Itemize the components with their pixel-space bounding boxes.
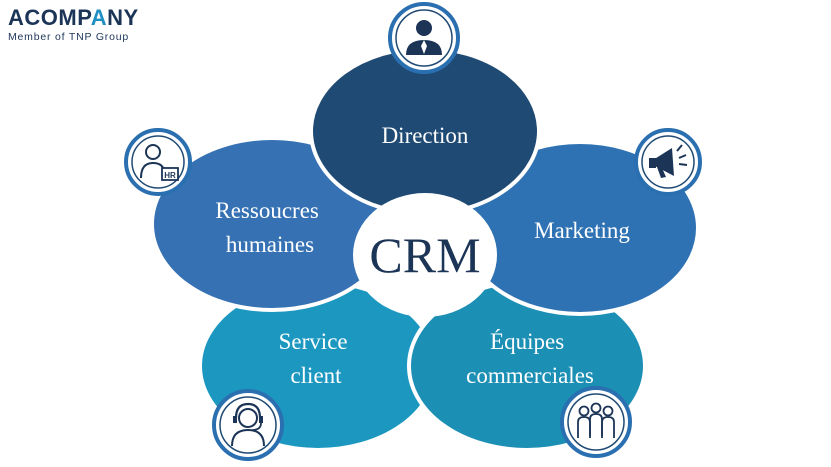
team-icon bbox=[560, 386, 632, 458]
hr-person-icon: HR bbox=[124, 128, 192, 196]
company-logo: ACOMPANY Member of TNP Group bbox=[8, 5, 139, 44]
megaphone-icon bbox=[634, 128, 702, 196]
petal-direction-label: Direction bbox=[382, 123, 469, 148]
center-circle bbox=[353, 193, 497, 317]
logo-wordmark: ACOMPANY bbox=[8, 5, 139, 30]
center-crm: CRM bbox=[353, 193, 497, 317]
svg-text:HR: HR bbox=[164, 171, 176, 180]
petal-service-client-label: Service client bbox=[279, 329, 354, 388]
center-crm-label: CRM bbox=[369, 227, 480, 283]
petal-equipes-label: Équipes commerciales bbox=[466, 329, 594, 388]
businessman-icon bbox=[388, 2, 460, 74]
logo-subtitle: Member of TNP Group bbox=[8, 31, 130, 43]
petal-marketing-label: Marketing bbox=[534, 218, 630, 243]
petal-rh-label: Ressoucres humaines bbox=[215, 198, 324, 257]
headset-agent-icon bbox=[212, 389, 284, 461]
